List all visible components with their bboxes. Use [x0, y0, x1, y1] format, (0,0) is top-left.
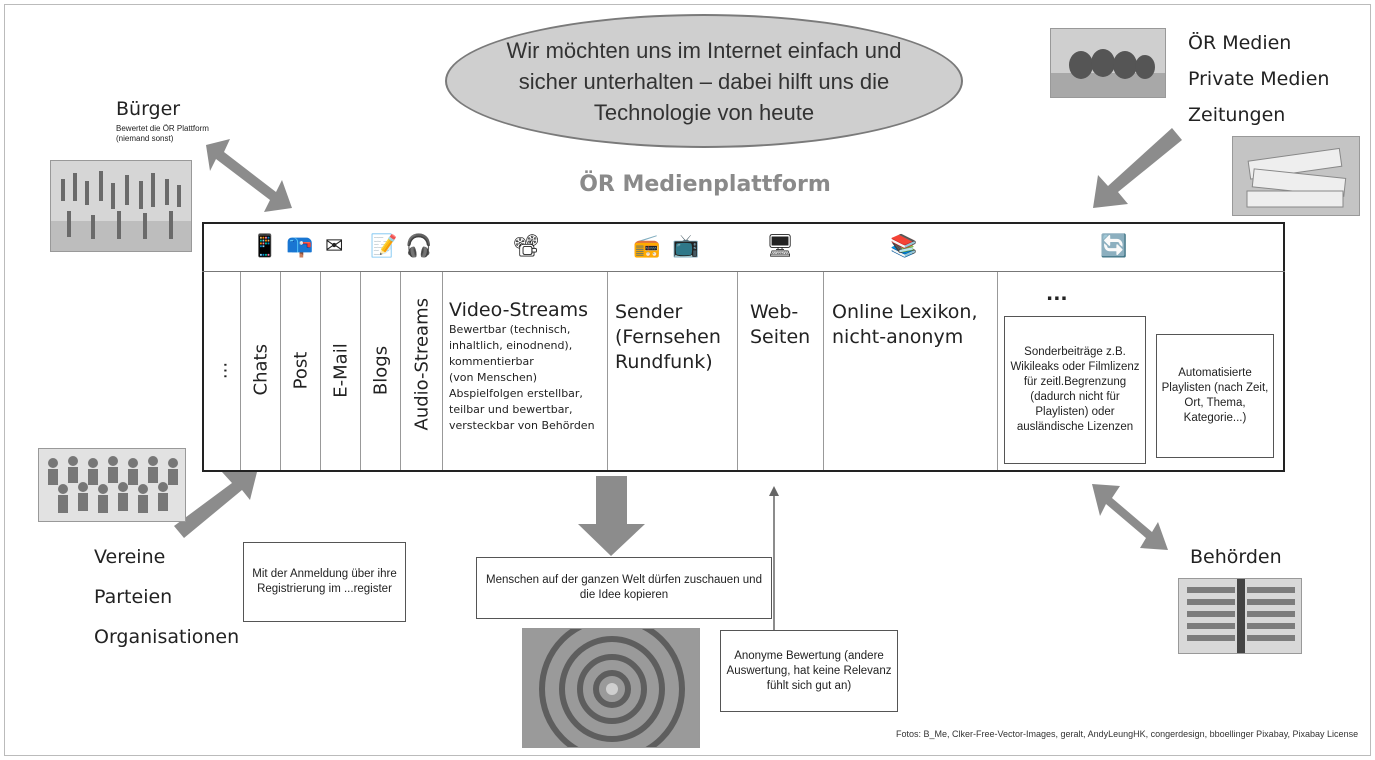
- radio-icon: 📻: [633, 233, 661, 258]
- col-blogs-label: Blogs: [370, 345, 392, 396]
- sender-line: Sender: [615, 301, 683, 323]
- lexikon-label: Online Lexikon, nicht-anonym: [832, 300, 978, 350]
- refresh-icon: 🔄: [1100, 233, 1128, 258]
- org-label-organisationen: Organisationen: [94, 626, 240, 648]
- video-line: (von Menschen): [449, 371, 538, 384]
- buerger-sub-line: Bewertet die ÖR Plattform: [116, 124, 209, 133]
- col-ellipsis: [202, 272, 241, 470]
- sender-line: Rundfunk): [615, 351, 713, 373]
- media-label-oer: ÖR Medien: [1188, 32, 1292, 54]
- slide-frame: [4, 4, 1371, 756]
- rugby-photo: [1050, 28, 1166, 98]
- film-projector-icon: 📽: [512, 233, 540, 258]
- video-line: versteckbar von Behörden: [449, 419, 595, 432]
- video-line: teilbar und bewertbar,: [449, 403, 573, 416]
- video-title: Video-Streams: [449, 299, 589, 321]
- platform-title: ÖR Medienplattform: [579, 172, 831, 197]
- col-post-label: Post: [290, 351, 312, 390]
- welt-down-arrow: [578, 476, 645, 556]
- col-email-label: E-Mail: [330, 343, 352, 398]
- more-label: ...: [1046, 283, 1068, 305]
- anonym-note: Anonyme Bewertung (andere Auswertung, ha…: [720, 630, 898, 712]
- lexikon-line: nicht-anonym: [832, 326, 964, 348]
- sonder-note: Sonderbeiträge z.B. Wikileaks oder Filml…: [1004, 316, 1146, 464]
- welt-note: Menschen auf der ganzen Welt dürfen zusc…: [476, 557, 772, 619]
- col-chats-label: Chats: [250, 344, 272, 396]
- headphones-icon: 🎧: [405, 233, 433, 258]
- col-lexikon: [824, 272, 998, 470]
- video-details: Bewertbar (technisch, inhaltlich, einodn…: [449, 322, 609, 434]
- book-icon: 📚: [890, 233, 918, 258]
- video-line: Abspielfolgen erstellbar,: [449, 387, 583, 400]
- web-line: Web-: [750, 301, 799, 323]
- col-audio-label: Audio-Streams: [411, 298, 433, 431]
- notepad-icon: 📝: [370, 233, 398, 258]
- media-arrow: [1093, 128, 1182, 208]
- org-label-vereine: Vereine: [94, 546, 166, 568]
- anmeldung-note: Mit der Anmeldung über ihre Registrierun…: [243, 542, 406, 622]
- col-ellipsis-label: ...: [210, 361, 232, 380]
- headline-text: Wir möchten uns im Internet einfach und …: [506, 37, 902, 125]
- col-web: [738, 272, 824, 470]
- crowd-photo: [50, 160, 192, 252]
- people-figures-photo: [38, 448, 186, 522]
- buerger-label: Bürger: [116, 98, 181, 120]
- tv-icon: 📺: [672, 233, 700, 258]
- col-audio: [401, 272, 443, 470]
- video-line: inhaltlich, einodnend),: [449, 339, 573, 352]
- faces-globe-photo: [522, 628, 700, 748]
- behoerden-label: Behörden: [1190, 546, 1282, 568]
- newspapers-photo: [1232, 136, 1360, 216]
- col-blogs: [361, 272, 401, 470]
- anonym-pointer-head: [769, 486, 779, 496]
- monitor-icon: 🖥: [766, 233, 794, 258]
- media-label-zeitungen: Zeitungen: [1188, 104, 1286, 126]
- files-stack-photo: [1178, 578, 1302, 654]
- col-email: [321, 272, 361, 470]
- icon-row: [202, 222, 1285, 272]
- behoerden-double-arrow: [1092, 484, 1168, 550]
- sender-line: (Fernsehen: [615, 326, 721, 348]
- web-line: Seiten: [750, 326, 811, 348]
- organisations-arrow: [174, 468, 258, 538]
- mailbox-icon: 📪: [286, 233, 314, 258]
- lexikon-line: Online Lexikon,: [832, 301, 978, 323]
- video-line: kommentierbar: [449, 355, 534, 368]
- col-post: [281, 272, 321, 470]
- playlisten-note: Automatisierte Playlisten (nach Zeit, Or…: [1156, 334, 1274, 458]
- buerger-sub-line: (niemand sonst): [116, 134, 174, 143]
- web-label: Web- Seiten: [750, 300, 810, 350]
- photo-credits: Fotos: B_Me, Clker-Free-Vector-Images, g…: [896, 729, 1359, 739]
- phone-icon: 📱: [251, 233, 279, 258]
- col-sender: [608, 272, 738, 470]
- col-video: [443, 272, 608, 470]
- media-label-private: Private Medien: [1188, 68, 1330, 90]
- buerger-sub: Bewertet die ÖR Plattform (niemand sonst…: [116, 124, 209, 144]
- sender-label: Sender (Fernsehen Rundfunk): [615, 300, 721, 375]
- envelope-icon: ✉: [325, 233, 344, 258]
- headline-ellipse: Wir möchten uns im Internet einfach und …: [445, 14, 963, 148]
- org-label-parteien: Parteien: [94, 586, 173, 608]
- col-chats: [241, 272, 281, 470]
- video-line: Bewertbar (technisch,: [449, 323, 571, 336]
- buerger-double-arrow: [206, 139, 292, 212]
